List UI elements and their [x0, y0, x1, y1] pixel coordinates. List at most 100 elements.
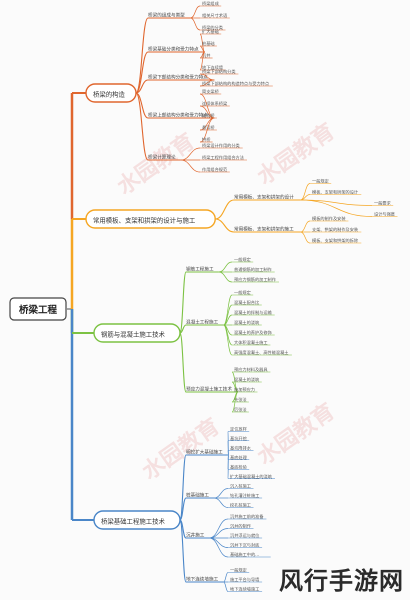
watermark-text: 水园教育 [252, 398, 339, 470]
leaf-node-label: 地下连续墙 [202, 64, 223, 71]
leaf-node-label: 相关尺寸术语 [202, 12, 227, 19]
leaf-node-label: 一般规定 [234, 256, 251, 263]
leaf-node-label: 悬索桥 [202, 124, 215, 131]
sub-connector [135, 79, 149, 94]
sub-node-label: 桥梁下部结构分类和受力特点 [148, 74, 208, 81]
leaf-node-label: 连续体系桥梁 [202, 100, 228, 107]
leaf-node-label: 设计与强度 [374, 211, 396, 218]
leaf-node-label: 桥梁工程作用组合方法 [202, 154, 244, 161]
leaf-connector [223, 572, 229, 583]
leaf-node-label: 简支梁桥 [202, 88, 220, 95]
leaf-node-label: 沉井浮运与就位 [230, 532, 259, 539]
sub-node-label: 钢筋工程施工 [186, 266, 214, 273]
root-node-label: 桥梁工程 [19, 304, 58, 316]
leaf-node-label: 桥梁下部结构的构造特点与受力特点 [202, 80, 269, 87]
leaf-node-label: 模板、支架和拱架的设计 [312, 189, 358, 196]
leaf-connector [300, 231, 311, 244]
sub-connector [135, 51, 149, 94]
sub-connector [135, 17, 149, 94]
watermark-text: 水园教育 [137, 413, 224, 485]
leaf-node-label: 桥梁的分类 [202, 24, 224, 31]
leaf-node-label: 沉井的制作 [230, 523, 252, 530]
leaf-node-label: 刚构桥 [202, 112, 215, 119]
leaf-node-label: 模板的制作及安装 [312, 215, 346, 222]
leaf-connector [190, 5, 201, 19]
sub-connector [179, 271, 187, 334]
leaf-connector [300, 199, 373, 217]
leaf-node-label: 混凝土的拌制与运输 [234, 309, 273, 316]
leaf-node-label: 沉入桩施工 [230, 483, 251, 490]
leaf-node-label: 混凝土的浇筑 [234, 319, 260, 326]
sub-node-label: 预应力混凝土施工技术 [186, 386, 232, 393]
sub-connector [179, 324, 187, 334]
leaf-node-label: 支架、拱架的制作及安装 [312, 226, 359, 233]
leaf-node-label: 拱桥 [202, 136, 211, 143]
leaf-node-label: 一般规定 [234, 289, 251, 296]
leaf-node-label: 作用组合规范 [202, 166, 227, 173]
leaf-node-label: 大体积混凝土施工 [234, 339, 268, 346]
sub-connector [135, 92, 149, 161]
leaf-connector [209, 537, 229, 558]
leaf-node-label: 沉井 [202, 52, 210, 59]
leaf-node-label: 沉井下沉与封底 [230, 542, 259, 549]
leaf-node-label: 扩大基础 [202, 28, 219, 35]
leaf-node-label: 定位放样 [230, 425, 247, 432]
leaf-node-label: 混凝土的养护及修饰 [234, 329, 272, 336]
leaf-connector [223, 581, 229, 592]
leaf-connector [209, 518, 229, 539]
leaf-node-label: 施工平台与导墙 [230, 576, 259, 583]
leaf-node-label: 普通钢筋的加工制作 [234, 266, 273, 273]
sub-node-label: 桥梁上部结构分类和受力特点 [148, 112, 208, 119]
sub-node-label: 明挖扩大基础施工 [186, 449, 223, 456]
leaf-node-label: 混凝土的浇筑 [234, 376, 260, 383]
sub-node-label: 桩基础施工 [186, 492, 209, 499]
sub-node-label: 混凝土工程施工 [186, 319, 219, 326]
sub-node-label: 桥梁的组成与类型 [148, 12, 185, 19]
leaf-node-label: 一般规定 [230, 567, 247, 574]
sub-node-label: 沉井施工 [186, 532, 205, 539]
leaf-node-label: 基底处理 [230, 454, 248, 461]
leaf-node-label: 地下连续墙施工 [230, 586, 259, 593]
leaf-node-label: 桩基础 [202, 40, 215, 47]
leaf-connector [300, 220, 311, 233]
leaf-connector [223, 324, 233, 356]
leaf-node-label: 混凝土配合比 [234, 299, 259, 306]
sub-connector [179, 519, 187, 583]
leaf-connector [180, 159, 201, 173]
leaf-node-label: 基坑开挖 [230, 435, 247, 442]
leaf-node-label: 施加预应力 [234, 386, 255, 393]
leaf-node-label: 一般要求 [374, 200, 392, 207]
leaf-node-label: 沉井施工前的准备 [230, 513, 264, 520]
leaf-connector [209, 528, 229, 539]
leaf-connector [213, 497, 229, 508]
leaf-node-label: 钻孔灌注桩施工 [230, 492, 259, 499]
leaf-node-label: 挖孔桩施工 [230, 502, 251, 509]
leaf-connector [218, 261, 233, 273]
leaf-node-label: 预应力材料及器具 [234, 366, 268, 373]
leaf-node-label: 桥梁组成 [202, 0, 219, 7]
corner-watermark-label: 风行手游网 [279, 567, 404, 595]
sub-connector [215, 218, 235, 233]
leaf-node-label: 基础施工中的... [230, 551, 259, 558]
leaf-connector [190, 17, 201, 31]
leaf-node-label: 后张法 [234, 406, 247, 413]
leaf-node-label: 基坑降排水 [230, 444, 252, 451]
leaf-connector [231, 391, 239, 413]
branch-node-label: 桥梁基础工程施工技术 [101, 517, 166, 526]
sub-connector [179, 332, 187, 393]
branch-node-label: 桥梁的构造 [93, 90, 126, 99]
leaf-node-label: 高强度混凝土、高性能混凝土 [234, 349, 288, 356]
sub-connector [179, 454, 187, 521]
sub-node-label: 常用模板、支架和拱架的设计 [234, 194, 294, 201]
sub-node-label: 地下连续墙施工 [186, 576, 219, 583]
leaf-node-label: 预应力钢筋的加工制作 [234, 276, 277, 283]
leaf-node-label: 模板、支架和拱架的拆除 [312, 237, 359, 244]
leaf-node-label: 一般规定 [312, 178, 329, 185]
leaf-node-label: 扩大基础混凝土的浇筑 [230, 473, 273, 480]
leaf-node-label: 基底检验 [230, 463, 248, 470]
sub-connector [215, 199, 235, 220]
branch-node-label: 常用模板、支架和拱架的设计与施工 [93, 216, 196, 225]
leaf-connector [218, 271, 233, 283]
leaf-node-label: 桥梁下部结构分类 [202, 68, 236, 75]
